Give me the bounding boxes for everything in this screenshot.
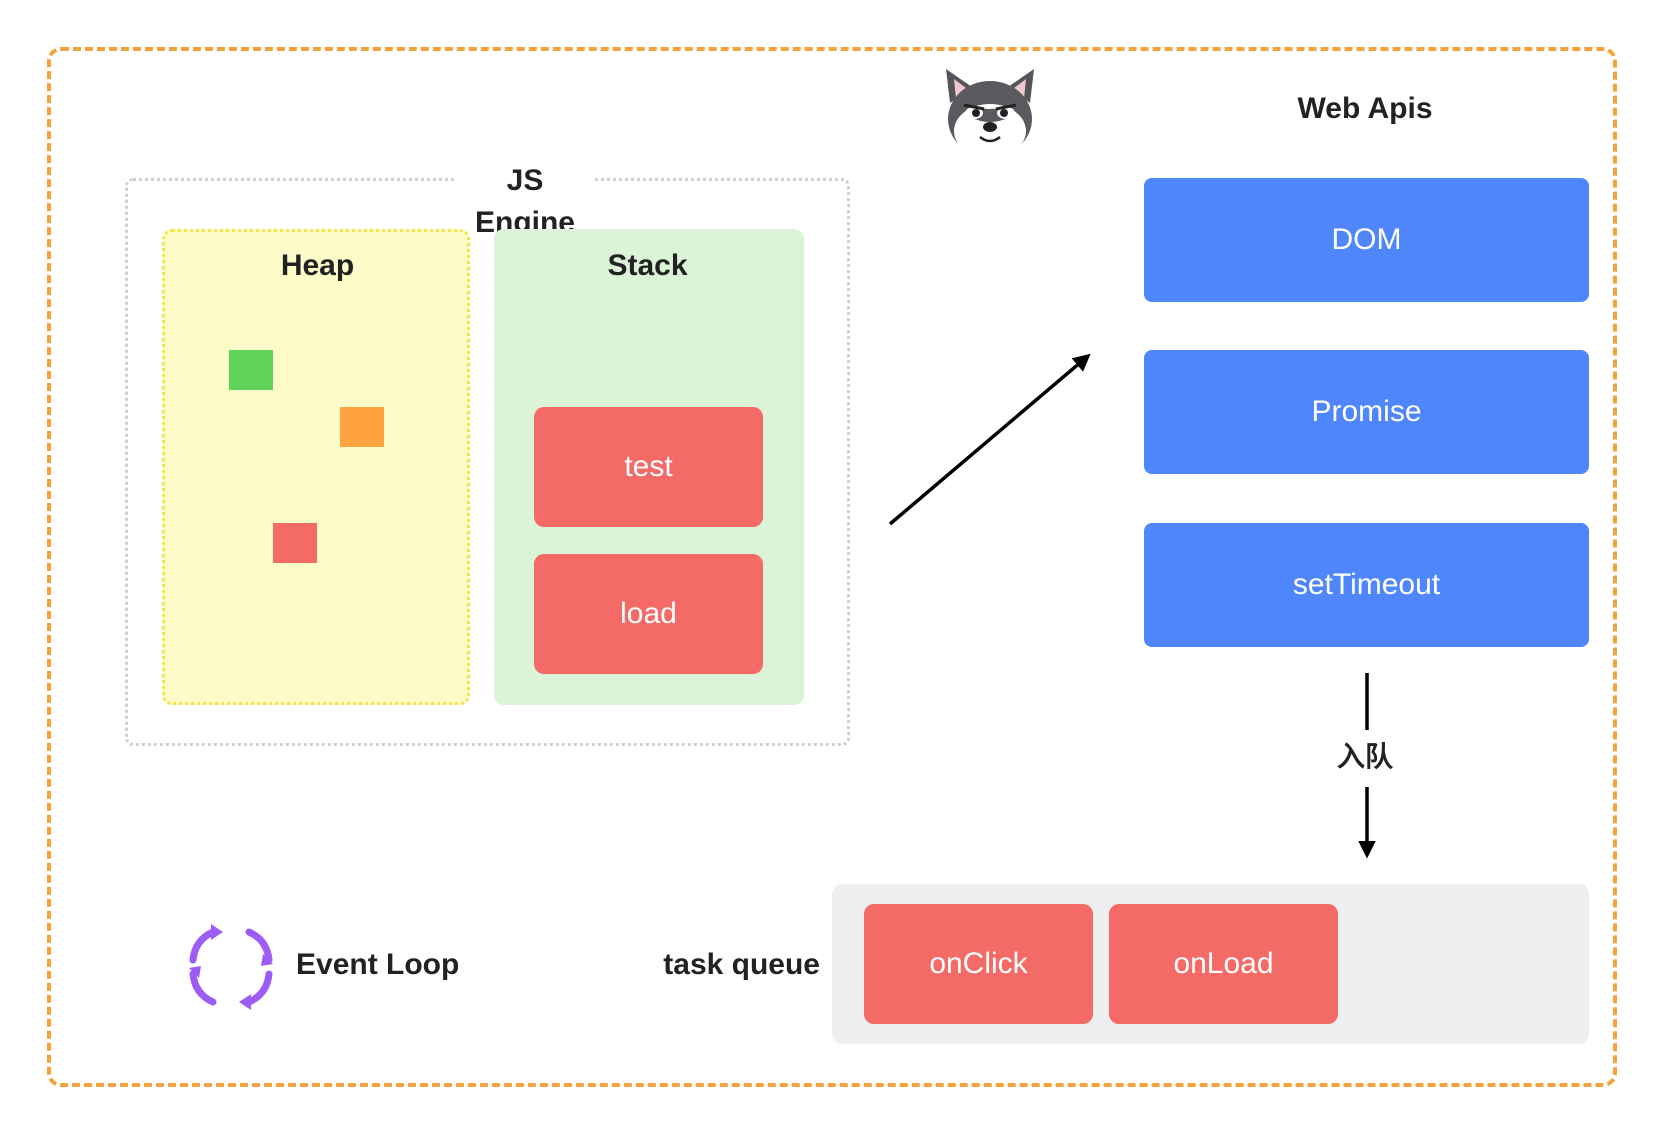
task-onload: onLoad: [1109, 904, 1338, 1024]
heap-title: Heap: [280, 249, 355, 282]
heap-object-orange: [340, 407, 384, 447]
heap-object-red: [273, 523, 317, 563]
event-loop-label: Event Loop: [296, 948, 460, 981]
web-api-dom: DOM: [1144, 178, 1589, 302]
stack-frame-test: test: [534, 407, 763, 527]
web-api-promise: Promise: [1144, 350, 1589, 474]
web-api-settimeout: setTimeout: [1144, 523, 1589, 647]
enqueue-label: 入队: [1336, 741, 1393, 772]
web-apis-title: Web Apis: [1297, 92, 1433, 125]
dog-mascot-icon: [946, 69, 1034, 158]
task-onclick: onClick: [864, 904, 1093, 1024]
stack-frame-load: load: [534, 554, 763, 674]
event-loop-diagram-frame: [47, 47, 1617, 1087]
heap-area: [162, 229, 470, 705]
js-engine-title: JS Engine: [455, 160, 595, 239]
heap-object-green: [229, 350, 273, 390]
engine-to-webapis-arrow: [888, 353, 1091, 526]
stack-title: Stack: [607, 249, 688, 282]
task-queue-label: task queue: [663, 948, 820, 981]
event-loop-cycle-icon: [189, 924, 273, 1010]
